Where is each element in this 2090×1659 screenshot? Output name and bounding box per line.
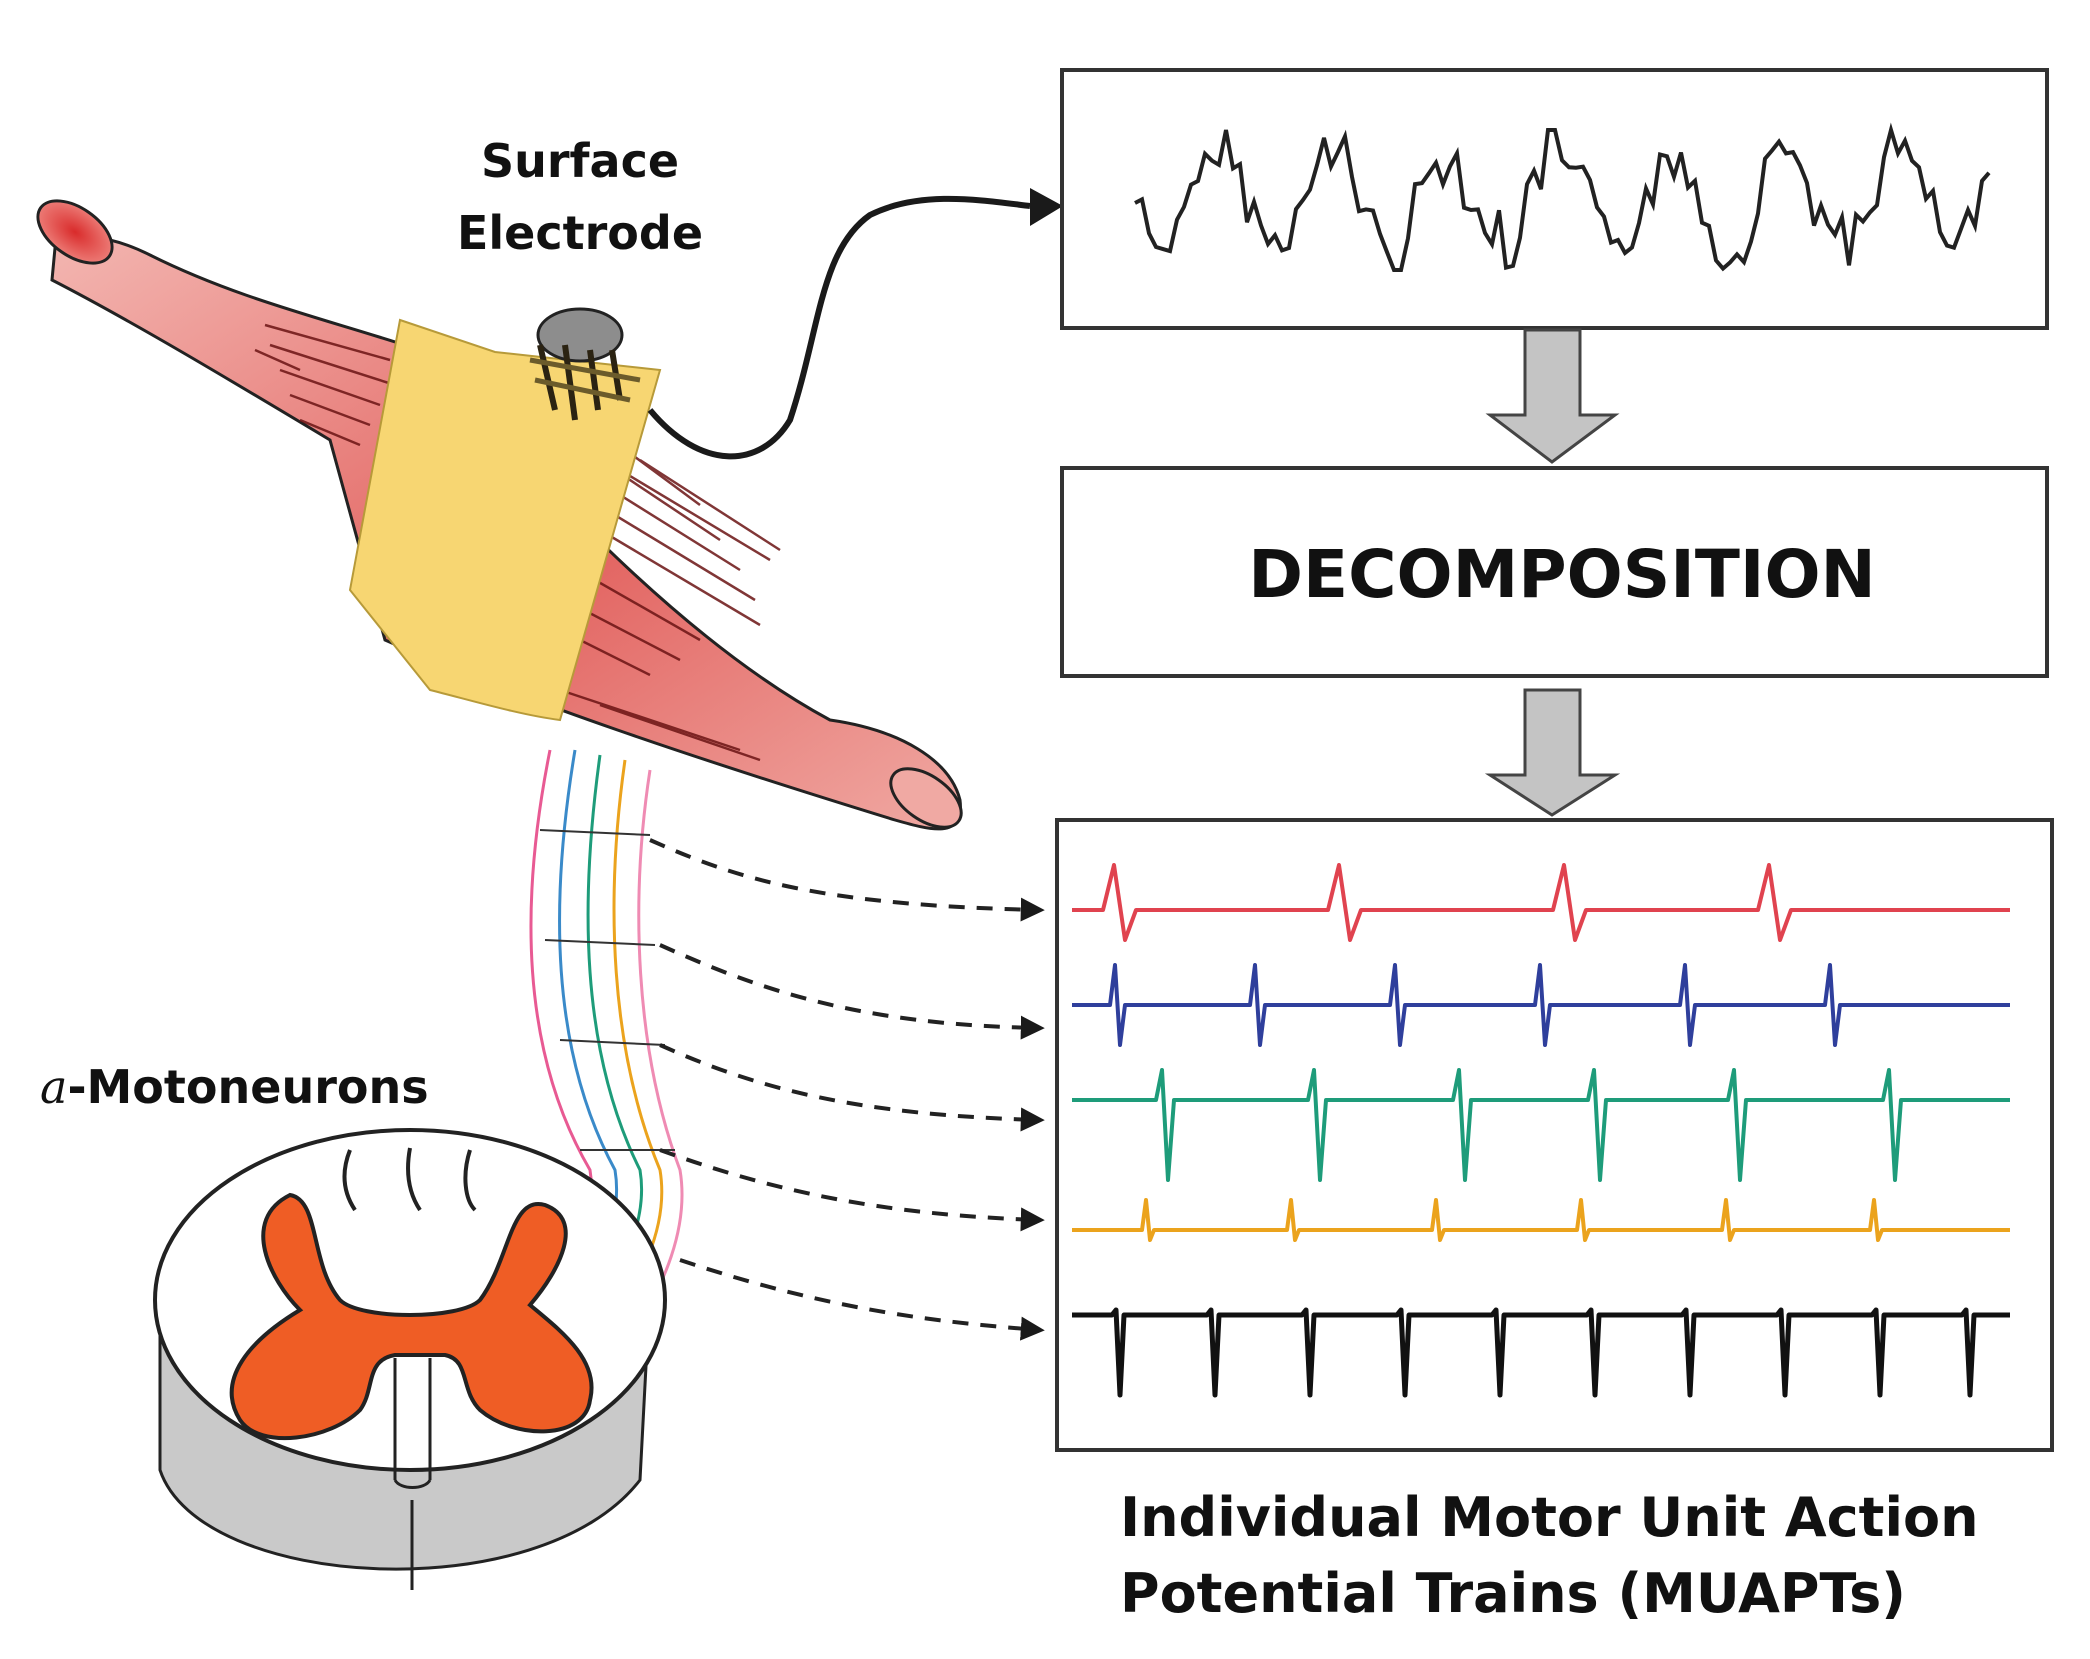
surface-electrode-icon	[529, 188, 1063, 460]
dashed-arrow-icon	[679, 1258, 1045, 1341]
raw-emg-signal	[1134, 122, 1991, 272]
surface-electrode-label: Surface Electrode	[456, 134, 704, 260]
down-arrow-icon	[1485, 328, 1620, 464]
dashed-arrow-icon	[659, 943, 1045, 1040]
muapt-train-3	[1072, 1068, 2010, 1182]
muapts-caption: Individual Motor Unit Action Potential T…	[1120, 1486, 1979, 1625]
dashed-arrow-icon	[659, 1148, 1045, 1232]
spinal-cord-illustration	[153, 1128, 667, 1590]
muapt-train-5	[1072, 1307, 2010, 1398]
muapt-train-2	[1072, 963, 2010, 1047]
emg-signal-box	[1060, 68, 2049, 330]
dashed-arrow-icon	[649, 838, 1045, 922]
dashed-arrow-icon	[659, 1043, 1045, 1132]
muscle-illustration	[36, 199, 963, 831]
muapt-trains	[1072, 863, 2010, 1398]
decomposition-box	[1060, 466, 2049, 678]
motoneurons-label: a-Motoneurons	[40, 1060, 429, 1114]
dashed-arrows	[649, 838, 1045, 1341]
muapt-box	[1055, 818, 2054, 1452]
down-arrow-icon	[1484, 688, 1621, 817]
decomposition-label: DECOMPOSITION	[1248, 536, 1876, 613]
muapt-train-1	[1072, 863, 2010, 942]
muapt-train-4	[1072, 1198, 2010, 1242]
